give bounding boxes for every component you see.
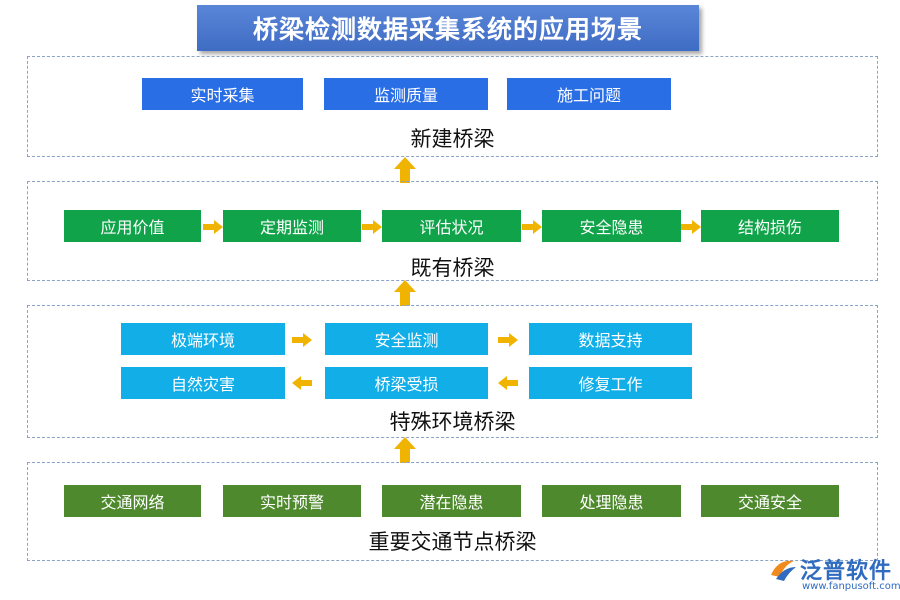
box-assess-condition: 评估状况 [382,210,521,242]
left-arrow-icon [292,376,312,390]
box-construction-issues: 施工问题 [507,78,671,110]
fanpu-logo: 泛普软件 www.fanpusoft.com [768,553,900,595]
box-handle-hazard: 处理隐患 [542,485,681,517]
up-arrow-icon [394,280,416,306]
section-new-bridge: 实时采集 监测质量 施工问题 新建桥梁 [27,56,878,157]
section-label-existing-bridge: 既有桥梁 [410,256,495,280]
logo-url: www.fanpusoft.com [802,581,900,592]
diagram-title: 桥梁检测数据采集系统的应用场景 [197,5,699,51]
right-arrow-icon [203,220,223,234]
right-arrow-icon [292,333,312,347]
section-label-special-environment: 特殊环境桥梁 [389,410,516,434]
fanpu-logo-icon [771,560,796,581]
box-data-support: 数据支持 [529,323,692,355]
box-safety-hazard: 安全隐患 [542,210,681,242]
section-label-traffic-node: 重要交通节点桥梁 [368,530,537,554]
box-repair-work: 修复工作 [529,367,692,399]
section-existing-bridge: 应用价值 定期监测 评估状况 安全隐患 结构损伤 既有桥梁 [27,181,878,281]
box-realtime-warning: 实时预警 [223,485,361,517]
section-label-new-bridge: 新建桥梁 [410,127,495,151]
up-arrow-icon [394,157,416,183]
box-extreme-environment: 极端环境 [121,323,285,355]
right-arrow-icon [362,220,382,234]
box-traffic-safety: 交通安全 [701,485,839,517]
left-arrow-icon [498,376,518,390]
box-potential-hazard: 潜在隐患 [382,485,521,517]
section-traffic-node-bridge: 交通网络 实时预警 潜在隐患 处理隐患 交通安全 重要交通节点桥梁 [27,462,878,561]
section-special-environment-bridge: 极端环境 安全监测 数据支持 自然灾害 桥梁受损 修复工作 特殊环境桥梁 [27,305,878,438]
right-arrow-icon [681,220,701,234]
box-periodic-monitoring: 定期监测 [223,210,361,242]
right-arrow-icon [522,220,542,234]
box-traffic-network: 交通网络 [64,485,201,517]
box-structural-damage: 结构损伤 [701,210,839,242]
box-monitor-quality: 监测质量 [324,78,488,110]
box-natural-disaster: 自然灾害 [121,367,285,399]
logo-name: 泛普软件 [800,559,893,584]
box-realtime-collection: 实时采集 [142,78,303,110]
right-arrow-icon [498,333,518,347]
box-bridge-damaged: 桥梁受损 [325,367,488,399]
box-application-value: 应用价值 [64,210,201,242]
box-safety-monitoring: 安全监测 [325,323,488,355]
up-arrow-icon [394,437,416,463]
